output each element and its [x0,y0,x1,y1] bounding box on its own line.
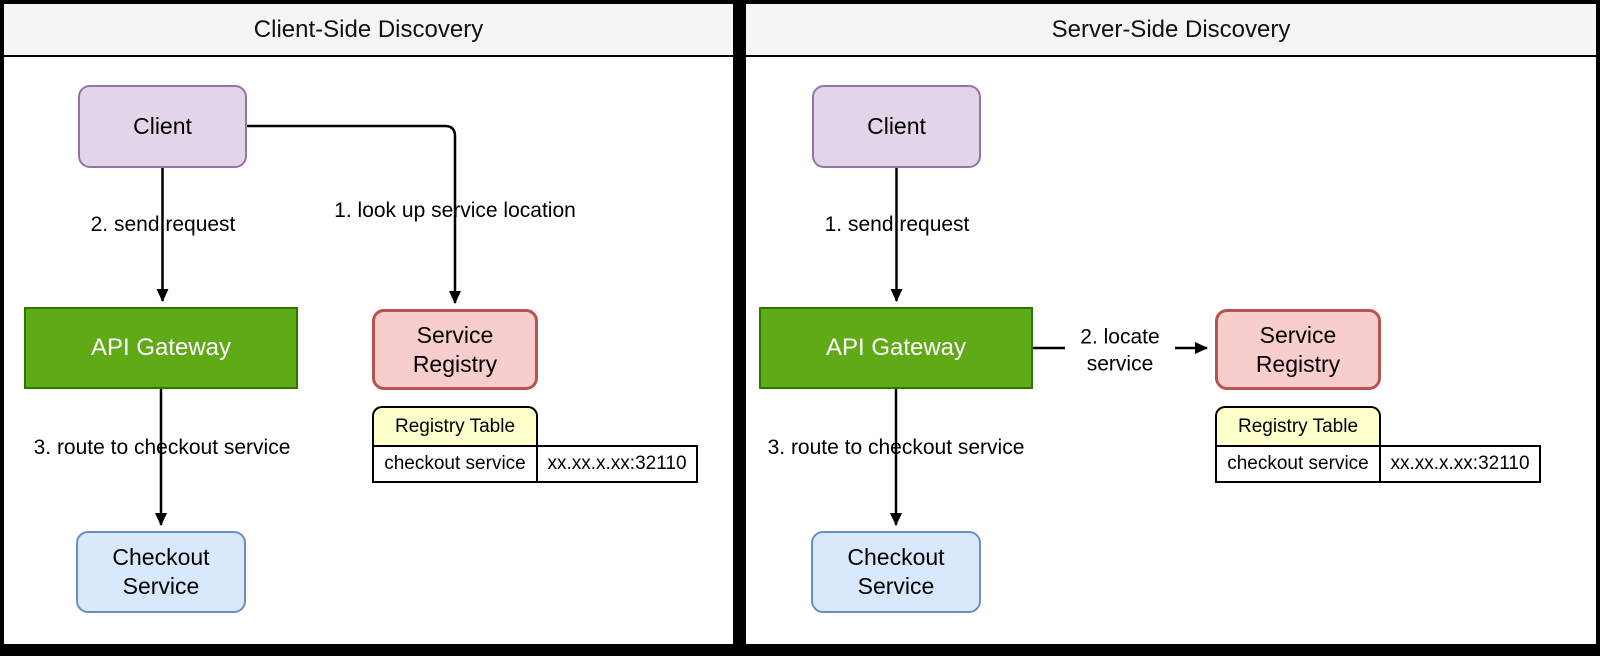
api-gateway-node: API Gateway [24,307,298,389]
service-registry-label: Service Registry [412,321,498,377]
checkout-service-label: Checkout Service [112,544,210,599]
checkout-service-node: Checkout Service [811,531,981,613]
registry-table-title: Registry Table [394,415,516,437]
registry-address-cell: xx.xx.x.xx:32110 [1379,447,1539,481]
edge-label-route-to-checkout: 3. route to checkout service [767,436,1025,459]
service-registry-node: Service Registry [372,309,538,390]
edge-label-send-request: 2. send request [90,213,236,236]
service-registry-label: Service Registry [1255,321,1341,377]
api-gateway-label: API Gateway [90,334,232,361]
panel-title-client-side: Client-Side Discovery [4,4,733,57]
edge-label-route-to-checkout: 3. route to checkout service [33,436,291,459]
checkout-service-label: Checkout Service [847,544,945,599]
registry-table-row: checkout service xx.xx.x.xx:32110 [1215,445,1541,483]
edge-label-lookup-service: 1. look up service location [334,199,576,222]
panel-title-server-side: Server-Side Discovery [746,4,1596,57]
registry-service-cell: checkout service [1217,447,1379,481]
registry-table-tab: Registry Table [372,406,538,445]
edge-label-locate-service: 2. locate service [1065,321,1175,381]
panel-client-side-discovery: Client-Side Discovery Client API Gateway… [4,4,733,644]
registry-table-title: Registry Table [1237,415,1359,437]
client-node: Client [812,85,981,168]
checkout-service-node: Checkout Service [76,531,246,613]
api-gateway-label: API Gateway [825,334,967,361]
registry-address-cell: xx.xx.x.xx:32110 [536,447,696,481]
client-label: Client [133,113,192,140]
panel-server-side-discovery: Server-Side Discovery Client API Gateway… [746,4,1596,644]
client-node: Client [78,85,247,168]
client-label: Client [867,113,926,140]
edge-label-send-request: 1. send request [824,213,970,236]
api-gateway-node: API Gateway [759,307,1033,389]
service-registry-node: Service Registry [1215,309,1381,390]
registry-service-cell: checkout service [374,447,536,481]
registry-table-row: checkout service xx.xx.x.xx:32110 [372,445,698,483]
registry-table-tab: Registry Table [1215,406,1381,445]
